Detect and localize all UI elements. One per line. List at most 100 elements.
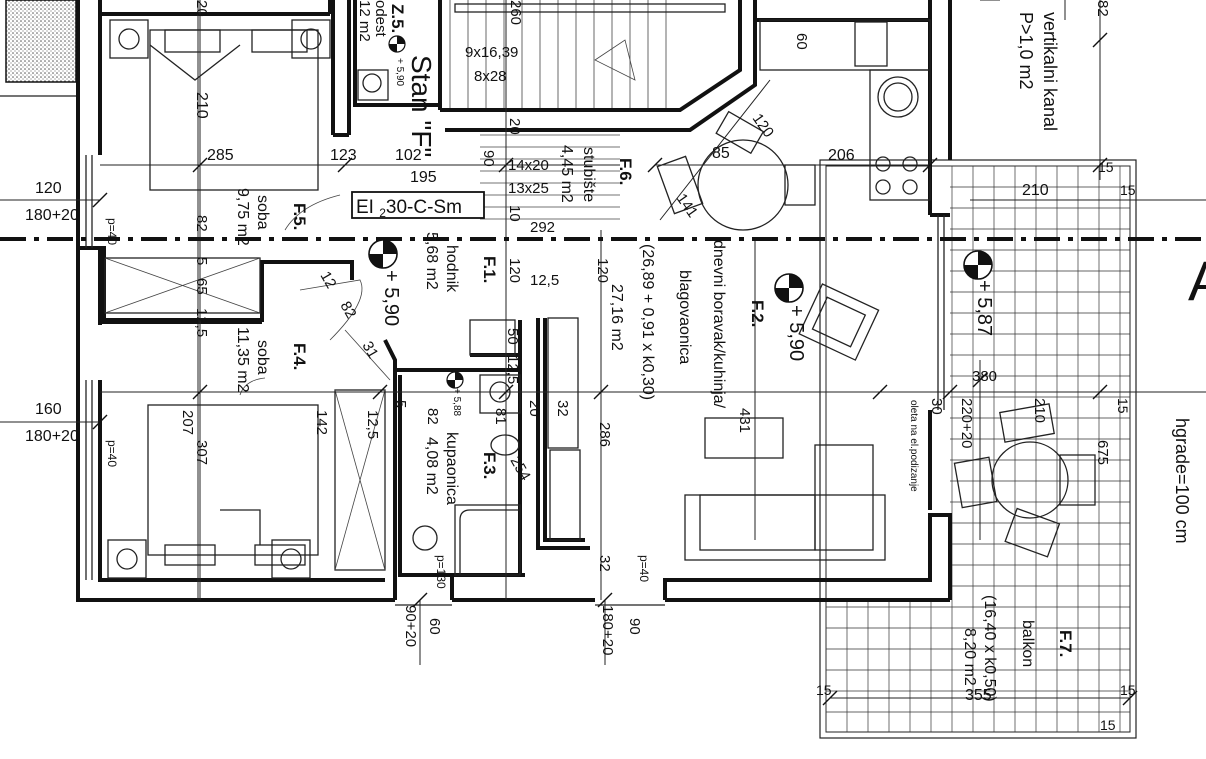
stair-note-3: 14x20 [508, 157, 549, 174]
window-left-bottom-w: 160 [35, 401, 62, 418]
elevation-e3: + 5,87 [973, 280, 995, 336]
f3-area: 4,08 m2 [423, 437, 440, 495]
f7-calc: (16,40 x k0,50) [981, 595, 998, 702]
dim-15d: 15 [816, 682, 832, 698]
dim-85: 85 [712, 145, 730, 162]
section-mark: A [1188, 249, 1206, 312]
stair-note-1: 9x16,39 [465, 44, 518, 61]
dim-292: 292 [530, 219, 555, 236]
dimension-lines [0, 0, 1206, 699]
z5-area: 12 m2 [356, 0, 373, 42]
dim-260: 260 [507, 0, 524, 25]
f1-name: hodnik [443, 245, 460, 293]
dim-210: 210 [193, 92, 210, 119]
f6-name: stubište [580, 147, 597, 202]
door-label-box [351, 191, 485, 219]
f2-name: dnevni boravak/kuhinja/ [710, 240, 727, 409]
dim-82b: 82 [337, 299, 360, 322]
dim-p40b: p=40 [105, 440, 119, 467]
f2-name2: blagovaonica [676, 270, 693, 364]
dim-12: 12 [317, 269, 340, 292]
bottom-opening-4: 90 [626, 618, 643, 635]
dim-32a: 32 [554, 400, 571, 417]
dim-675: 675 [1094, 440, 1111, 465]
dim-65: 65 [193, 278, 210, 295]
dim-120c: 120 [594, 258, 611, 283]
f3-id: F.3. [480, 452, 499, 479]
dim-380: 380 [972, 368, 997, 385]
dim-431: 431 [736, 408, 753, 433]
dim-30: 30 [928, 398, 945, 415]
dim-p130: p=130 [434, 555, 448, 589]
stairs [449, 0, 726, 220]
armchair [798, 283, 880, 361]
f7-name: balkon [1019, 620, 1036, 667]
dimension-ticks [92, 32, 1138, 706]
f4-area: 11,35 m2 [234, 327, 251, 393]
dim-102: 102 [395, 147, 422, 164]
dim-206: 206 [828, 147, 855, 164]
bottom-opening-2: 60 [426, 618, 443, 635]
dim-60a: 60 [793, 33, 810, 50]
dim-10: 10 [506, 205, 523, 222]
dim-15a: 15 [1098, 159, 1114, 175]
dim-5: 5 [193, 257, 210, 265]
balcony-table [953, 403, 1096, 558]
door-label: EI 230-C-Sm [356, 197, 462, 220]
stair-note-4: 13x25 [508, 180, 549, 197]
dim-15c: 15 [1115, 398, 1131, 414]
vertical-channel-line2: P>1,0 m2 [1016, 12, 1036, 90]
f4-id: F.4. [290, 343, 309, 370]
dim-81: 81 [492, 408, 509, 425]
dim-20b: 20 [193, 0, 210, 17]
window-left-top-w: 120 [35, 180, 62, 197]
dim-12-5c: 12,5 [504, 355, 521, 384]
f1-area: 5,68 m2 [423, 232, 440, 290]
elevation-e1: + 5,90 [380, 270, 402, 326]
dim-32b: 32 [596, 555, 613, 572]
dim-15f: 15 [1100, 717, 1116, 733]
elevation-e4: + 5,88 [451, 388, 462, 417]
dim-123: 123 [330, 147, 357, 164]
dim-31: 31 [359, 339, 382, 362]
terrain-hatch [5, 0, 77, 83]
dim-195: 195 [410, 169, 437, 186]
dim-p40a: p=40 [105, 218, 119, 245]
dim-20a: 20 [506, 118, 523, 135]
f2-id: F.2. [748, 300, 767, 327]
dim-355: 355 [965, 687, 992, 704]
elevation-e2: + 5,90 [785, 305, 807, 361]
door-swings [239, 194, 391, 396]
dim-207: 207 [179, 410, 196, 435]
dim-90: 90 [480, 150, 497, 167]
dim-285: 285 [207, 147, 234, 164]
dim-286: 286 [596, 422, 613, 447]
dining-table [656, 110, 816, 231]
dim-12-5a: 12,5 [193, 308, 210, 337]
dim-5b: 5 [392, 400, 409, 408]
wardrobes [104, 257, 581, 571]
bottom-opening-3: 180+20 [599, 605, 616, 655]
dim-12-5d: 12,5 [364, 410, 381, 439]
f5-name: soba [254, 195, 271, 230]
dim-p40c: p=40 [637, 555, 651, 582]
f3-name: kupaonica [443, 432, 460, 505]
elevation-e5: + 5,90 [394, 58, 405, 87]
dim-142: 142 [313, 410, 330, 435]
f5-area: 9,75 m2 [234, 188, 251, 246]
dim-82a: 82 [193, 215, 210, 232]
dim-120a: 120 [506, 258, 523, 283]
bottom-opening-1: 90+20 [402, 605, 419, 647]
dim-307: 307 [193, 440, 210, 465]
level-markers [368, 35, 993, 389]
f2-area: 27,16 m2 [608, 284, 625, 351]
f5-id: F.5. [290, 203, 309, 230]
dim-50: 50 [504, 328, 521, 345]
railing-note: hgrade=100 cm [1172, 418, 1192, 544]
labels: Stan "F" Z.5. odest 12 m2 F.5. soba 9,75… [25, 0, 1206, 733]
z5-name: odest [372, 0, 389, 38]
dim-120b: 120 [749, 111, 777, 141]
f6-area: 4,45 m2 [558, 145, 575, 203]
dim-15e: 15 [1120, 682, 1136, 698]
